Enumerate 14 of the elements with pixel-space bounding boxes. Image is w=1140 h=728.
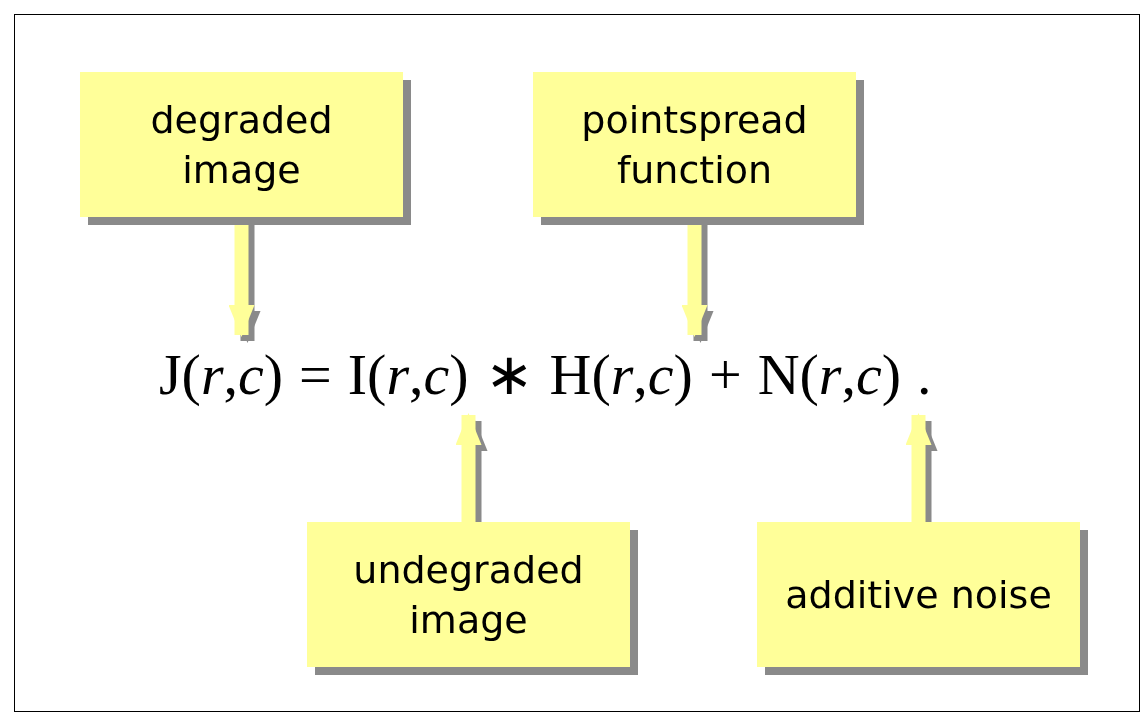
- equation-operator: +: [707, 341, 743, 409]
- equation-operator: .: [916, 341, 933, 409]
- equation-term: J(r,c): [155, 335, 288, 415]
- equation-term: I(r,c): [343, 335, 473, 415]
- callout-text: pointspread function: [580, 96, 809, 194]
- equation-term: N(r,c): [753, 335, 905, 415]
- equation-operator: ∗: [483, 341, 535, 409]
- equation-operator: =: [298, 341, 333, 409]
- block-arrow: [905, 413, 932, 522]
- equation-term: H(r,c): [545, 335, 697, 415]
- callout-text: additive noise: [784, 571, 1053, 619]
- callout-text: undegraded image: [352, 546, 585, 644]
- block-arrow: [455, 413, 482, 522]
- callout-text: degraded image: [149, 96, 334, 194]
